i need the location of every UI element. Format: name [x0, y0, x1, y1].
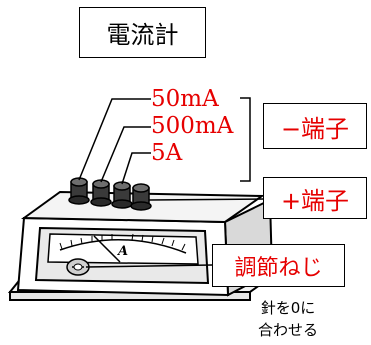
terminal-50ma-knob [68, 177, 90, 205]
range-label-500ma: 500mA [151, 113, 234, 139]
adjust-note-line1: 針を0に [260, 299, 316, 317]
minus-bracket [240, 97, 251, 182]
terminal-knobs [68, 177, 152, 211]
terminal-5a-knob [111, 181, 133, 209]
dial-face [47, 233, 199, 265]
terminal-500ma-knob [90, 179, 112, 207]
dial-scale-arc [59, 239, 187, 254]
plus-terminal-box: +端子 [263, 177, 367, 219]
adjust-screw-label: 調節ねじ [234, 255, 323, 281]
adjust-note: 針を0に 合わせる [223, 297, 353, 341]
dial-unit-label: A [116, 244, 128, 259]
dial-needle [93, 235, 121, 263]
minus-terminal-box: −端子 [263, 103, 367, 149]
minus-terminal-label: −端子 [280, 114, 350, 143]
adjust-note-line2: 合わせる [257, 321, 318, 339]
range-leader-lines [78, 98, 151, 185]
plus-leader-line [148, 198, 264, 201]
adjust-screw-box: 調節ねじ [212, 244, 345, 287]
dial-scale-ticks [59, 233, 186, 251]
plus-terminal-label: +端子 [280, 186, 350, 215]
range-label-5a: 5A [151, 140, 183, 166]
range-label-50ma: 50mA [151, 86, 219, 112]
title-box: 電流計 [79, 7, 206, 58]
adjust-leader-line [85, 264, 213, 268]
title-text: 電流計 [106, 21, 179, 49]
terminal-plus-knob [130, 183, 152, 211]
